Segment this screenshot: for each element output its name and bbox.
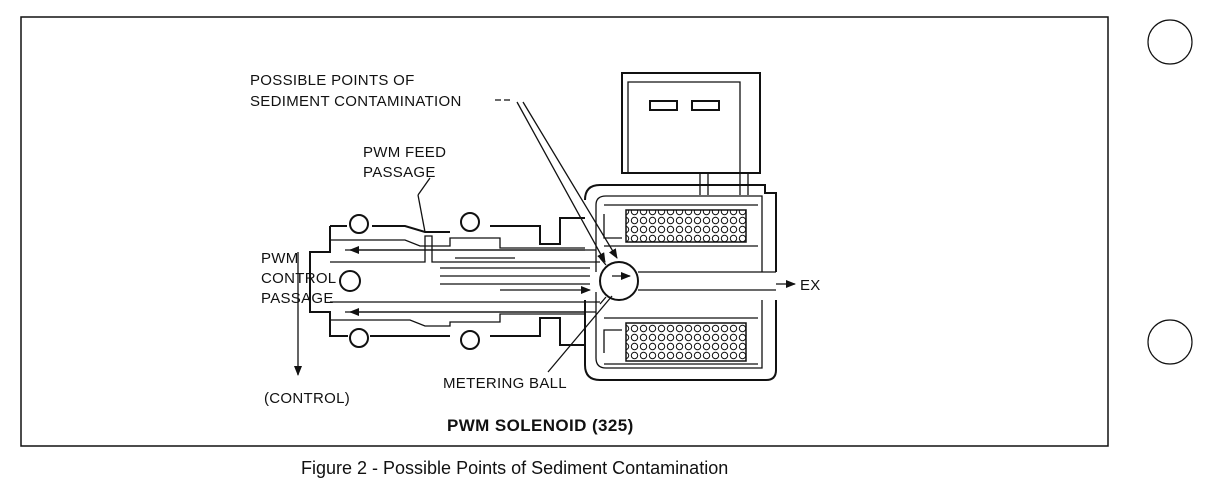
- label-exhaust: EX: [800, 277, 821, 294]
- solenoid-housing: [584, 184, 777, 381]
- label-control-line2: CONTROL: [261, 270, 336, 287]
- label-sediment-line1: POSSIBLE POINTS OF: [250, 72, 415, 89]
- label-metering-ball: METERING BALL: [443, 375, 567, 392]
- binder-hole-top: [1147, 19, 1193, 65]
- figure-caption: Figure 2 - Possible Points of Sediment C…: [301, 458, 728, 478]
- flow-passages: [330, 235, 600, 316]
- label-sediment-line2: SEDIMENT CONTAMINATION: [250, 93, 462, 110]
- label-control-line3: PASSAGE: [261, 290, 334, 307]
- solenoid-body: [309, 212, 585, 350]
- label-feed-line2: PASSAGE: [363, 164, 436, 181]
- leader-lines: [417, 99, 618, 373]
- metering-ball-assembly: [599, 257, 776, 305]
- electrical-connector: [621, 72, 761, 195]
- label-control: (CONTROL): [264, 390, 350, 407]
- diagram-title: PWM SOLENOID (325): [447, 416, 634, 435]
- label-control-line1: PWM: [261, 250, 299, 267]
- binder-hole-bottom: [1147, 319, 1193, 365]
- figure-frame: [20, 16, 1109, 447]
- label-feed-line1: PWM FEED: [363, 144, 446, 161]
